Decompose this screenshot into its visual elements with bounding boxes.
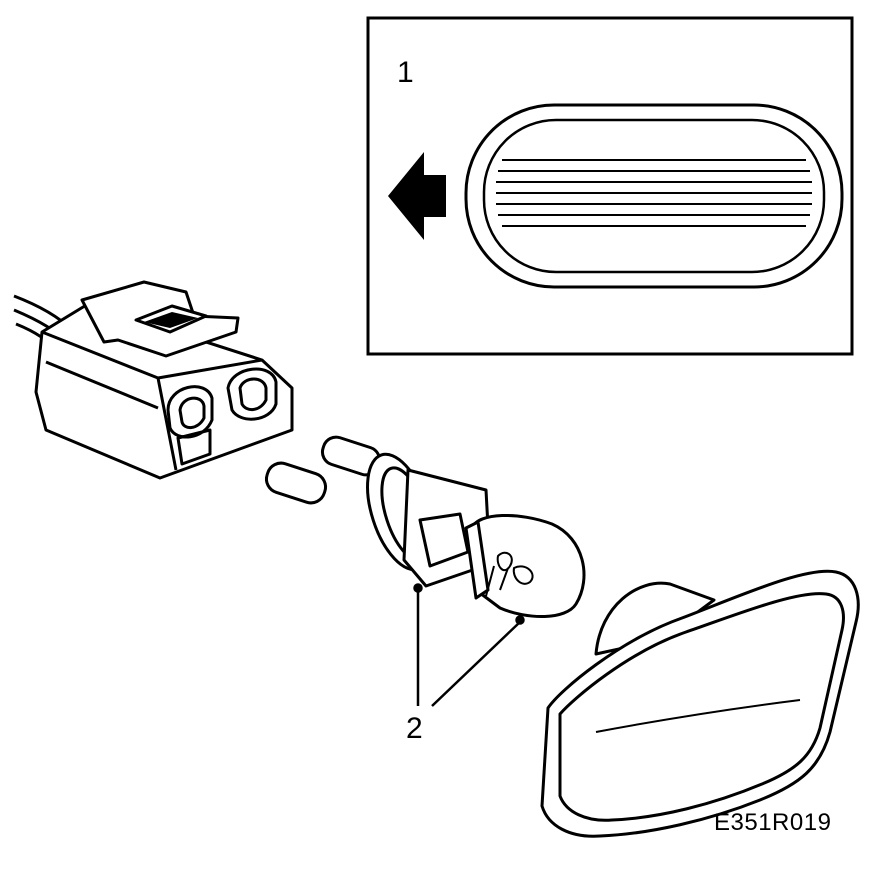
lamp-lens-top-view [464, 103, 844, 289]
figure-code: E351R019 [714, 809, 831, 836]
side-marker-lamp [540, 569, 860, 838]
inset-label: 1 [397, 56, 414, 89]
direction-arrow-icon [388, 152, 446, 240]
parts-label: 2 [406, 712, 423, 745]
wiring-connector [13, 280, 294, 480]
leader-lines [413, 583, 525, 707]
bulb-holder-and-bulb [264, 435, 586, 618]
inset-panel: 1 [366, 16, 854, 356]
